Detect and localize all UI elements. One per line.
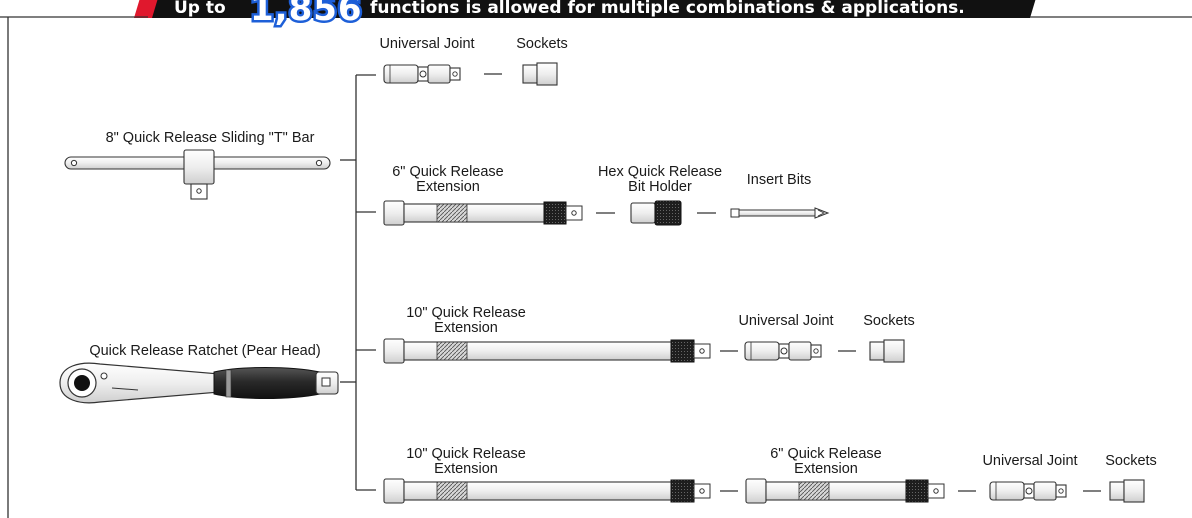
row-4: 10" Quick Release Extension 6" Quick Rel… [383, 446, 1157, 504]
t-bar-label: 8" Quick Release Sliding "T" Bar [106, 130, 315, 146]
row4-extension-a-label-line1: 10" Quick Release [406, 446, 526, 462]
row2-extension-icon [383, 200, 583, 226]
row2-bit-holder-icon [630, 200, 682, 226]
row1-socket-icon [522, 62, 558, 86]
row2-extension-label-line2: Extension [416, 179, 480, 195]
row1-universal-joint-icon [383, 64, 461, 84]
row2-extension-label-line1: 6" Quick Release [392, 164, 504, 180]
row3-universal-joint-label: Universal Joint [738, 313, 833, 329]
row4-extension-a-icon [383, 478, 711, 504]
row2-insert-bit-icon [730, 207, 830, 219]
row2-bit-holder-label-line1: Hex Quick Release [598, 164, 722, 180]
banner-band [148, 0, 1036, 18]
banner-prefix: Up to [174, 0, 226, 18]
row-3: 10" Quick Release Extension Universal Jo… [383, 305, 915, 364]
row3-universal-joint-icon [744, 341, 822, 361]
row2-bit-holder-label-line2: Bit Holder [628, 179, 692, 195]
row4-extension-b-label-line2: Extension [794, 461, 858, 477]
row4-universal-joint-icon [989, 481, 1067, 501]
row3-extension-label-line2: Extension [434, 320, 498, 336]
connector-bracket [340, 74, 376, 491]
row3-extension-label-line1: 10" Quick Release [406, 305, 526, 321]
row4-socket-icon [1109, 479, 1145, 503]
row3-extension-icon [383, 338, 711, 364]
row4-extension-b-label-line1: 6" Quick Release [770, 446, 882, 462]
banner-number: 1,856 [250, 0, 363, 29]
row4-universal-joint-label: Universal Joint [982, 453, 1077, 469]
row2-insert-bits-label: Insert Bits [747, 172, 811, 188]
row-2: 6" Quick Release Extension Hex Quick Rel… [383, 164, 830, 226]
ratchet-label: Quick Release Ratchet (Pear Head) [89, 343, 320, 359]
row3-socket-icon [869, 339, 905, 363]
row1-universal-joint-label: Universal Joint [379, 36, 474, 52]
ratchet-icon [59, 362, 339, 404]
row-1: Universal Joint Sockets [379, 36, 568, 86]
t-bar-icon [64, 149, 331, 200]
row4-extension-b-icon [745, 478, 945, 504]
banner-suffix: functions is allowed for multiple combin… [370, 0, 965, 18]
ratchet-group: Quick Release Ratchet (Pear Head) [59, 343, 339, 404]
banner-accent [134, 0, 158, 18]
t-bar-group: 8" Quick Release Sliding "T" Bar [64, 130, 331, 200]
row1-sockets-label: Sockets [516, 36, 568, 52]
row4-extension-a-label-line2: Extension [434, 461, 498, 477]
row3-sockets-label: Sockets [863, 313, 915, 329]
row4-sockets-label: Sockets [1105, 453, 1157, 469]
banner: Up to 1,856 functions is allowed for mul… [0, 0, 1192, 32]
